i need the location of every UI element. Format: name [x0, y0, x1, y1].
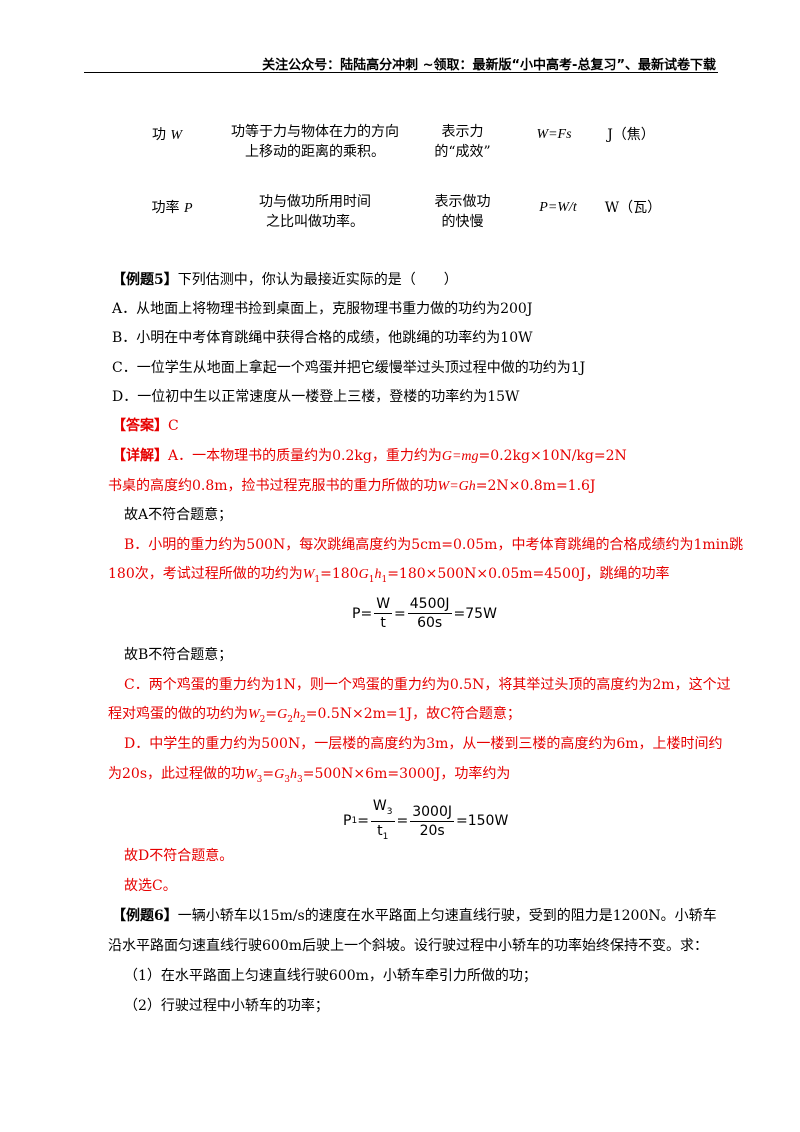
table-row-2-unit: W（瓦） [604, 200, 662, 216]
detail-a-line1: 【详解】A．一本物理书的质量约为0.2kg，重力约为G=mg=0.2kg×10N… [112, 448, 627, 464]
detail-c-line1: C．两个鸡蛋的重力约为1N，则一个鸡蛋的重力约为0.5N，将其举过头顶的高度约为… [124, 677, 731, 693]
table-row-1-meaning: 表示力的“成效” [434, 124, 491, 160]
table-row-2-name: 功率 P [151, 200, 193, 216]
example5-option-c: C．一位学生从地面上拿起一个鸡蛋并把它缓慢举过头顶过程中做的功约为1J [112, 360, 586, 376]
detail-b-conclusion: 故B不符合题意； [124, 647, 233, 663]
table-row-1-unit: J（焦） [607, 127, 655, 143]
example6-line1: 【例题6】一辆小轿车以15m/s的速度在水平路面上匀速直线行驶，受到的阻力是12… [112, 908, 717, 924]
example5-question: 【例题5】下列估测中，你认为最接近实际的是（ ） [112, 272, 458, 288]
table-row-1-formula: W=Fs [536, 127, 572, 142]
example5-option-b: B．小明在中考体育跳绳中获得合格的成绩，他跳绳的功率约为10W [112, 330, 533, 346]
example6-question-2: （2）行驶过程中小轿车的功率； [124, 998, 329, 1014]
example5-option-d: D．一位初中生以正常速度从一楼登上三楼，登楼的功率约为15W [112, 389, 520, 405]
detail-d-line2: 为20s，此过程做的功W3=G3h3=500N×6m=3000J，功率约为 [108, 766, 511, 785]
example5-answer: 【答案】C [112, 418, 179, 434]
page-header: 关注公众号：陆陆高分冲刺 ~领取：最新版“小中高考-总复习”、最新试卷下载 [262, 58, 716, 73]
header-rule [84, 72, 718, 73]
example6-question-1: （1）在水平路面上匀速直线行驶600m，小轿车牵引力所做的功； [124, 968, 537, 984]
final-choice: 故选C。 [124, 878, 177, 894]
example5-option-a: A．从地面上将物理书捡到桌面上，克服物理书重力做的功约为200J [112, 301, 533, 317]
table-row-1-name: 功 W [151, 127, 183, 143]
detail-b-line2: 180次，考试过程所做的功约为W1=180G1h1=180×500N×0.05m… [108, 566, 670, 585]
detail-a-conclusion: 故A不符合题意； [124, 507, 233, 523]
detail-a-line2: 书桌的高度约0.8m，捡书过程克服书的重力所做的功W=Gh=2N×0.8m=1.… [108, 478, 596, 494]
table-row-2-formula: P=W/t [539, 200, 577, 215]
detail-d-conclusion: 故D不符合题意。 [124, 848, 234, 864]
table-row-1-definition: 功等于力与物体在力的方向上移动的距离的乘积。 [231, 124, 399, 160]
detail-b-line1: B．小明的重力约为500N，每次跳绳高度约为5cm=0.05m，中考体育跳绳的合… [124, 537, 744, 553]
detail-d-line1: D．中学生的重力约为500N，一层楼的高度约为3m，从一楼到三楼的高度约为6m，… [124, 736, 723, 752]
table-row-2-meaning: 表示做功的快慢 [434, 194, 491, 230]
detail-c-line2: 程对鸡蛋的做的功约为W2=G2h2=0.5N×2m=1J，故C符合题意； [108, 706, 521, 725]
table-row-2-definition: 功与做功所用时间之比叫做功率。 [259, 194, 371, 230]
example6-line2: 沿水平路面匀速直线行驶600m后驶上一个斜坡。设行驶过程中小轿车的功率始终保持不… [108, 938, 708, 954]
